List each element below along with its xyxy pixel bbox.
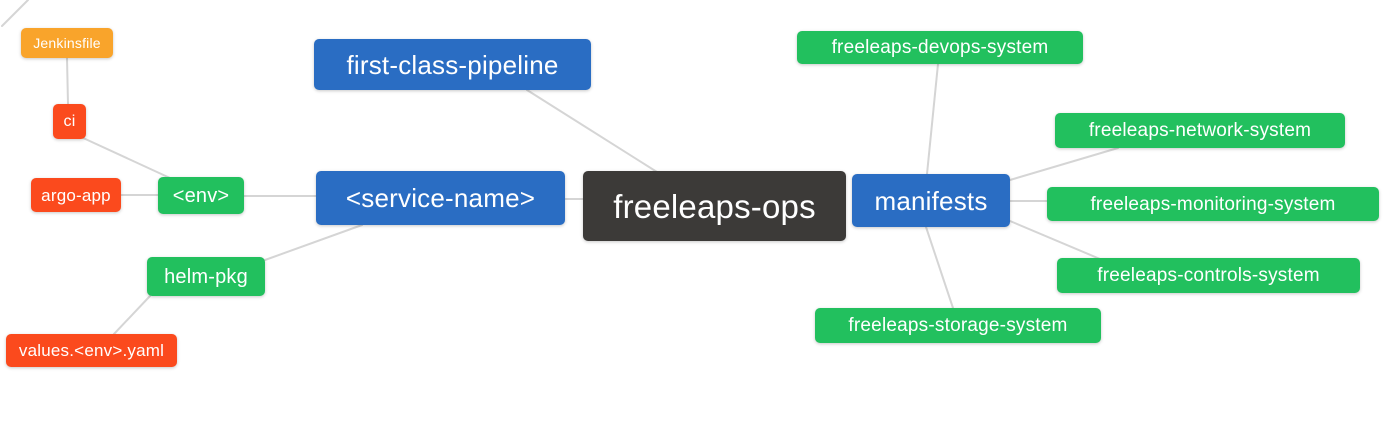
edge-pipeline-freeleaps-ops [526,89,658,173]
node-freeleaps-storage-system[interactable]: freeleaps-storage-system [815,308,1101,343]
node-freeleaps-controls-system[interactable]: freeleaps-controls-system [1057,258,1360,293]
node-env[interactable]: <env> [158,177,244,214]
edge-helm-pkg-values [113,295,151,335]
edge-manifests-controls [1009,220,1101,260]
edge-manifests-storage [925,226,954,309]
node-first-class-pipeline[interactable]: first-class-pipeline [314,39,591,90]
node-service-name[interactable]: <service-name> [316,171,565,225]
edge-service-name-helm-pkg [264,224,363,261]
node-manifests[interactable]: manifests [852,174,1010,227]
node-helm-pkg[interactable]: helm-pkg [147,257,265,296]
node-jenkinsfile[interactable]: Jenkinsfile [21,28,113,58]
edge-devops-manifests [926,63,939,175]
node-freeleaps-network-system[interactable]: freeleaps-network-system [1055,113,1345,148]
node-ci[interactable]: ci [53,104,86,139]
edge-ci-env [80,136,171,179]
edge-jenkinsfile-ci [66,57,69,105]
node-freeleaps-monitoring-system[interactable]: freeleaps-monitoring-system [1047,187,1379,221]
node-values-env-yaml[interactable]: values.<env>.yaml [6,334,177,367]
edge-manifests-network [1009,147,1119,181]
edge-offscreen-stub [1,0,29,27]
node-argo-app[interactable]: argo-app [31,178,121,212]
node-freeleaps-ops[interactable]: freeleaps-ops [583,171,846,241]
node-freeleaps-devops-system[interactable]: freeleaps-devops-system [797,31,1083,64]
